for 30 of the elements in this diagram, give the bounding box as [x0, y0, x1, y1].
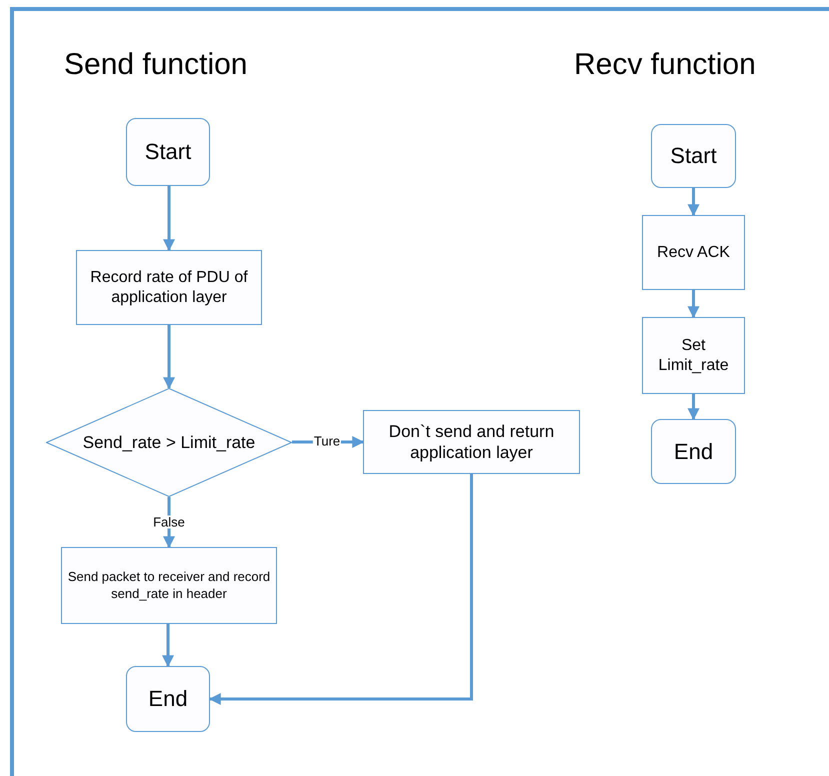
node-text: End	[148, 685, 188, 713]
section-heading: Recv function	[574, 50, 756, 80]
edge-label: False	[152, 516, 186, 528]
terminal-box	[126, 118, 210, 186]
node-text: Start	[144, 138, 192, 166]
node-text: Set Limit_rate	[657, 336, 730, 376]
arrow	[163, 186, 175, 252]
node-text: Record rate of PDU of application layer	[89, 268, 249, 308]
edge-label: Ture	[312, 434, 342, 448]
node-text: Send_rate > Limit_rate	[82, 432, 256, 454]
process-box	[76, 250, 262, 325]
arrow	[688, 394, 700, 420]
node-text: Send packet to receiver and record send_rate in header	[66, 569, 272, 602]
process-box	[642, 317, 745, 394]
node-text: Don`t send and return application layer	[388, 420, 556, 464]
arrow	[162, 624, 174, 668]
arrow	[163, 325, 175, 390]
process-box	[363, 410, 580, 474]
node-text: Start	[670, 142, 717, 170]
terminal-box	[126, 666, 210, 732]
node-text: End	[674, 438, 714, 466]
arrow	[688, 290, 700, 318]
process-box	[61, 547, 277, 624]
section-heading: Send function	[64, 50, 248, 80]
terminal-box	[651, 419, 736, 484]
arrow	[208, 474, 473, 705]
node-text: Recv ACK	[657, 242, 730, 262]
arrow	[688, 188, 700, 216]
terminal-box	[651, 124, 736, 188]
process-box	[642, 215, 745, 290]
